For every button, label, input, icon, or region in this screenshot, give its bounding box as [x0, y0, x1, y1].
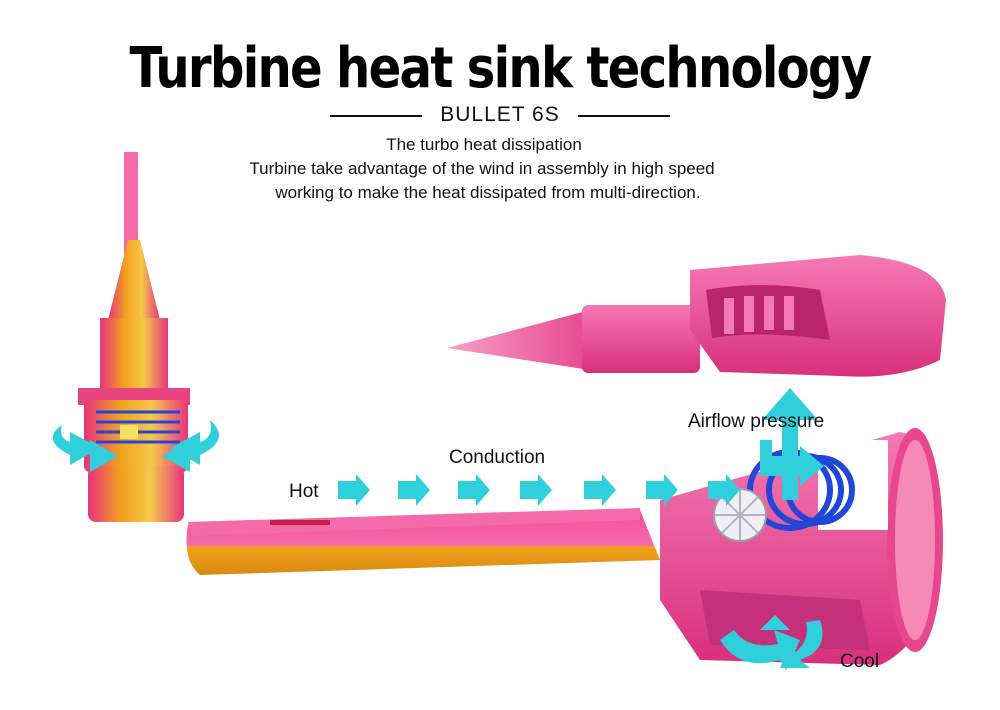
- bulb-cover-exploded: [447, 255, 946, 377]
- description-line-2: Turbine take advantage of the wind in as…: [249, 159, 715, 178]
- airflow-side-arrow: [760, 440, 824, 486]
- airflow-arrow: [762, 388, 818, 500]
- conduction-arrows: [338, 474, 740, 506]
- heat-board: [186, 508, 660, 575]
- arrow-4: [520, 474, 552, 506]
- label-conduction: Conduction: [449, 447, 546, 468]
- label-hot: Hot: [289, 481, 319, 502]
- arrow-1: [338, 474, 370, 506]
- subtitle: BULLET 6S: [440, 103, 560, 126]
- label-cool: Cool: [840, 651, 880, 672]
- arrow-5: [584, 474, 616, 506]
- subtitle-block: BULLET 6S: [330, 100, 670, 130]
- subtitle-divider-right: [578, 115, 670, 117]
- description-line-3: working to make the heat dissipated from…: [275, 183, 701, 202]
- page-title: Turbine heat sink technology: [129, 36, 873, 101]
- arrow-6: [646, 474, 678, 506]
- description-line-1: The turbo heat dissipation: [386, 135, 582, 154]
- arrow-3: [458, 474, 490, 506]
- arrow-7: [708, 474, 740, 506]
- label-airflow-pressure: Airflow pressure: [688, 411, 825, 432]
- cool-arrows: [720, 615, 823, 670]
- subtitle-divider-left: [330, 115, 422, 117]
- bulb-thermal-view: [52, 152, 219, 522]
- arrow-2: [398, 474, 430, 506]
